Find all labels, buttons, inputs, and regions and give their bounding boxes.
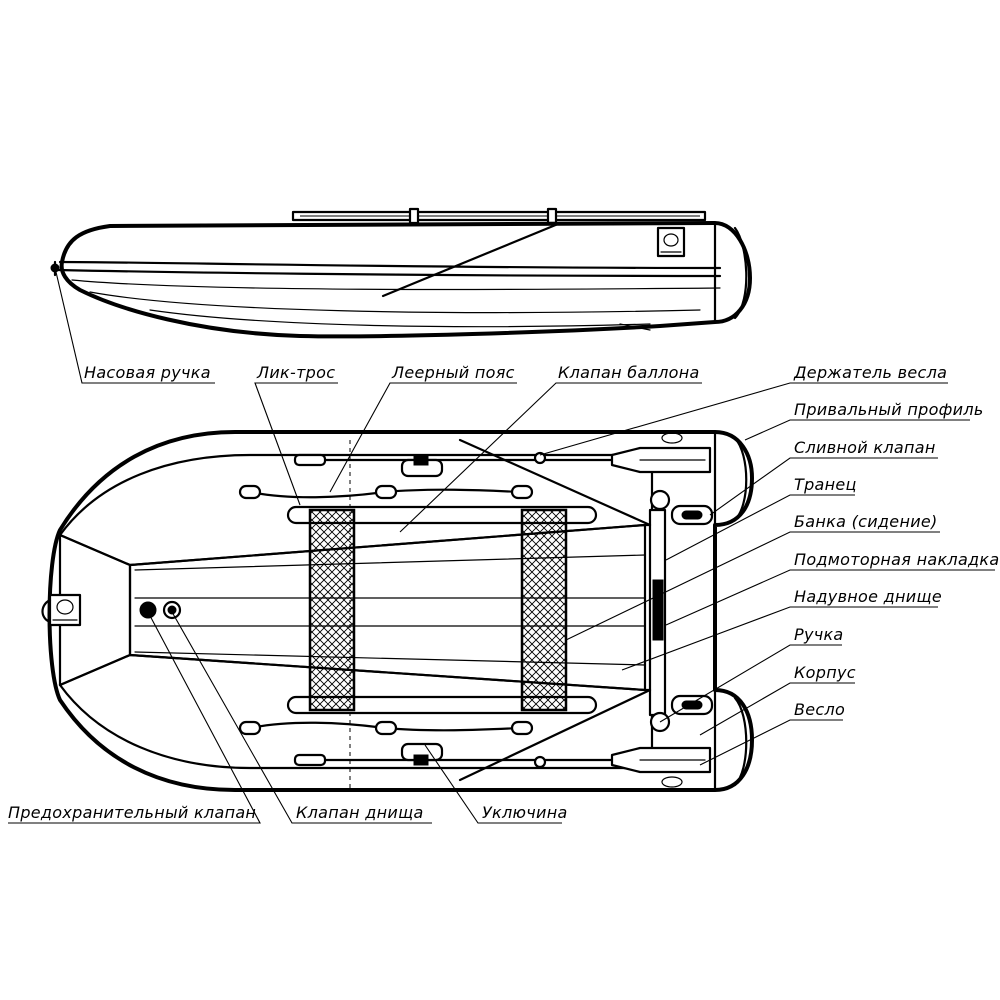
label-motor-pad: Подмоторная накладка <box>794 550 999 569</box>
oarlock-icons <box>400 454 444 766</box>
label-hull: Корпус <box>794 663 856 682</box>
stern-tube-ends <box>713 430 748 792</box>
side-tube <box>56 221 752 339</box>
label-inflatable-floor: Надувное днище <box>794 587 942 606</box>
label-relief-valve: Предохранительный клапан <box>8 803 256 822</box>
safety-line <box>238 484 534 736</box>
label-oar-holder: Держатель весла <box>793 363 947 382</box>
label-bow-handle: Насовая ручка <box>84 363 211 382</box>
label-lik-tros: Лик-трос <box>256 363 335 382</box>
side-bow-handle <box>50 260 60 277</box>
stern-logo-icons <box>661 432 683 788</box>
oars <box>293 446 712 774</box>
side-view <box>50 207 752 339</box>
label-tube-valve: Клапан баллона <box>558 363 700 382</box>
label-floor-valve: Клапан днища <box>296 803 424 822</box>
label-transom: Транец <box>794 475 857 494</box>
label-drain-valve: Сливной клапан <box>794 438 936 457</box>
inflatable-floor <box>128 523 647 692</box>
leader-lines <box>8 271 995 824</box>
side-oar <box>291 207 707 225</box>
bow-logo-icon <box>41 593 82 627</box>
label-safety-line: Леерный пояс <box>391 363 515 382</box>
label-oarlock: Уключина <box>482 803 568 822</box>
seats <box>308 508 568 712</box>
label-handle: Ручка <box>794 625 844 644</box>
label-oar: Весло <box>794 700 845 719</box>
top-view <box>41 430 754 792</box>
transom <box>648 489 671 733</box>
drain-valve-icons <box>670 504 714 716</box>
label-seat: Банка (сидение) <box>794 512 938 531</box>
side-logo-icon <box>656 226 686 258</box>
label-rub-strake: Привальный профиль <box>794 400 984 419</box>
seat-rails <box>286 505 598 715</box>
labels: Насовая ручка Лик-трос Леерный пояс Клап… <box>8 363 999 822</box>
hull-outline <box>47 430 754 792</box>
floor-valve-icons <box>139 600 182 620</box>
